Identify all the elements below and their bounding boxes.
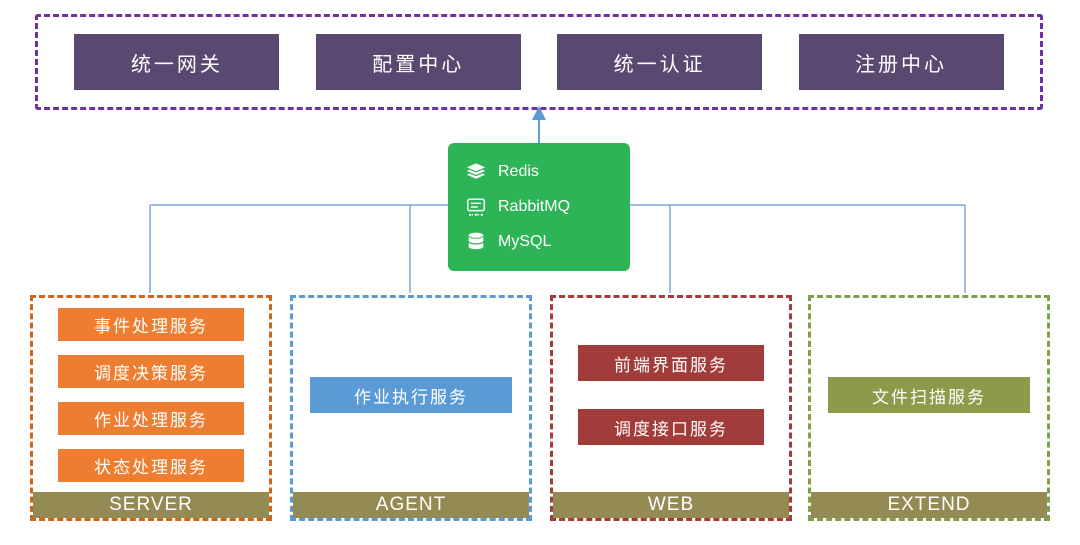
group-extend-footer: EXTEND (811, 492, 1047, 518)
middleware-label-redis: Redis (498, 163, 539, 180)
group-web-footer: WEB (553, 492, 789, 518)
platform-services-panel: 统一网关 配置中心 统一认证 注册中心 (35, 14, 1043, 110)
group-extend-content: 文件扫描服务 (811, 298, 1047, 492)
group-server-content: 事件处理服务 调度决策服务 作业处理服务 状态处理服务 (33, 298, 269, 492)
service-frontend-ui: 前端界面服务 (578, 345, 764, 381)
service-dispatch-interface: 调度接口服务 (578, 409, 764, 445)
middleware-item-mysql: MySQL (464, 230, 630, 254)
service-job-execution: 作业执行服务 (310, 377, 512, 413)
service-event-processing: 事件处理服务 (58, 308, 244, 341)
top-box-unified-auth: 统一认证 (557, 34, 763, 90)
group-agent-content: 作业执行服务 (293, 298, 529, 492)
service-file-scan: 文件扫描服务 (828, 377, 1030, 413)
top-box-registry-center: 注册中心 (798, 34, 1004, 90)
group-web: 前端界面服务 调度接口服务 WEB (550, 295, 792, 521)
group-server: 事件处理服务 调度决策服务 作业处理服务 状态处理服务 SERVER (30, 295, 272, 521)
redis-layers-icon (464, 160, 488, 184)
middleware-box: Redis RabbitMQ (448, 143, 630, 271)
top-box-unified-gateway: 统一网关 (74, 34, 280, 90)
group-extend: 文件扫描服务 EXTEND (808, 295, 1050, 521)
service-dispatch-decision: 调度决策服务 (58, 355, 244, 388)
up-arrow-icon (532, 106, 546, 143)
service-state-processing: 状态处理服务 (58, 449, 244, 482)
middleware-label-mysql: MySQL (498, 233, 552, 250)
middleware-item-rabbitmq: RabbitMQ (464, 195, 630, 219)
group-agent-footer: AGENT (293, 492, 529, 518)
top-box-config-center: 配置中心 (315, 34, 521, 90)
database-cylinder-icon (464, 230, 488, 254)
group-web-content: 前端界面服务 调度接口服务 (553, 298, 789, 492)
middleware-label-rabbitmq: RabbitMQ (498, 198, 571, 215)
service-job-processing: 作业处理服务 (58, 402, 244, 435)
middleware-item-redis: Redis (464, 160, 630, 184)
group-server-footer: SERVER (33, 492, 269, 518)
group-agent: 作业执行服务 AGENT (290, 295, 532, 521)
rabbitmq-queue-icon (464, 195, 488, 219)
